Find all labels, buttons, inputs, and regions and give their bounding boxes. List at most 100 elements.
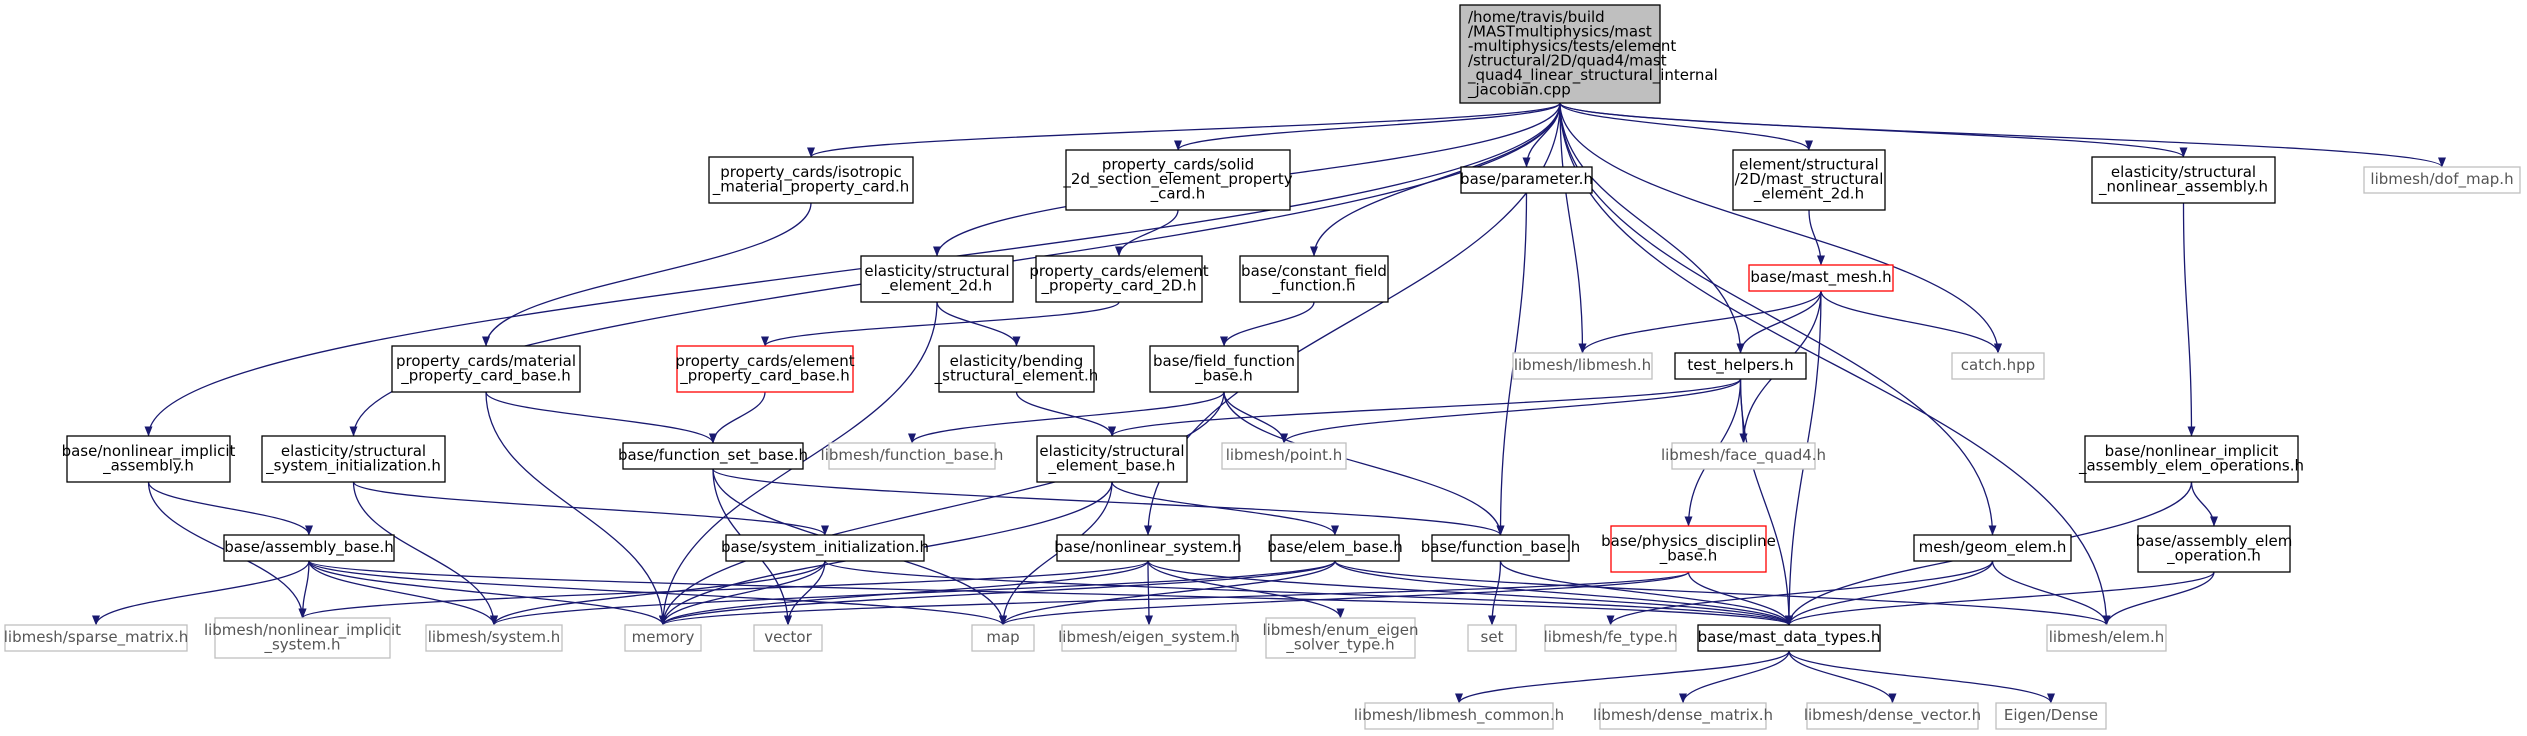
node-lcommon[interactable]: libmesh/libmesh_common.h	[1354, 702, 1564, 730]
node-box	[1697, 624, 1881, 652]
node-label-line: _solver_type.h	[1285, 635, 1394, 654]
node-box	[1459, 4, 1661, 104]
node-set[interactable]: set	[1467, 624, 1517, 652]
node-mpcb[interactable]: property_cards/material_property_card_ba…	[391, 345, 581, 393]
node-label: libmesh/dof_map.h	[2370, 170, 2513, 189]
node-box	[1149, 345, 1299, 393]
node-iso[interactable]: property_cards/isotropic_material_proper…	[708, 156, 914, 204]
node-testh[interactable]: test_helpers.h	[1674, 352, 1807, 380]
edge-cff-to-ffb	[1220, 301, 1315, 347]
edge-elemb-to-map	[999, 560, 1336, 626]
node-geom[interactable]: mesh/geom_elem.h	[1913, 534, 2072, 562]
node-label-line: libmesh/dense_vector.h	[1804, 706, 1981, 725]
node-label-line: base/mast_data_types.h	[1698, 628, 1881, 647]
node-label-line: base/nonlinear_implicit	[2105, 442, 2279, 461]
node-funcb[interactable]: base/function_base.h	[1421, 534, 1581, 562]
node-se2d[interactable]: elasticity/structural_element_2d.h	[860, 255, 1014, 303]
node-cff[interactable]: base/constant_field_function.h	[1239, 255, 1389, 303]
node-memory[interactable]: memory	[624, 624, 702, 652]
node-label-line: /MASTmultiphysics/mast	[1468, 22, 1652, 40]
node-label: property_cards/material_property_card_ba…	[396, 352, 576, 386]
node-elemb[interactable]: base/elem_base.h	[1267, 534, 1403, 562]
node-box	[938, 345, 1095, 393]
node-eigsys[interactable]: libmesh/eigen_system.h	[1058, 624, 1240, 652]
node-point[interactable]: libmesh/point.h	[1221, 442, 1347, 470]
node-ssi[interactable]: elasticity/structural_system_initializat…	[261, 435, 446, 483]
node-label-line: elasticity/structural	[2111, 163, 2256, 181]
edge-sysinit-to-mdt	[824, 560, 1793, 626]
node-lelem[interactable]: libmesh/elem.h	[2046, 624, 2167, 652]
node-lsys[interactable]: libmesh/system.h	[425, 624, 563, 652]
node-lnlis[interactable]: libmesh/nonlinear_implicit_system.h	[204, 617, 401, 659]
node-box	[1610, 525, 1767, 573]
node-label-line: libmesh/libmesh_common.h	[1354, 706, 1564, 725]
nodes-layer: /home/travis/build/MASTmultiphysics/mast…	[4, 4, 2521, 730]
node-label-line: libmesh/libmesh.h	[1514, 356, 1651, 374]
node-sysinit[interactable]: base/system_initialization.h	[721, 534, 929, 562]
node-eigen[interactable]: Eigen/Dense	[1995, 702, 2107, 730]
node-label: base/field_function_base.h	[1153, 352, 1295, 386]
node-nlsys[interactable]: base/nonlinear_system.h	[1054, 534, 1242, 562]
node-vector[interactable]: vector	[753, 624, 823, 652]
node-dofmap[interactable]: libmesh/dof_map.h	[2363, 166, 2521, 194]
node-fsb[interactable]: base/function_set_base.h	[618, 442, 808, 470]
node-snla[interactable]: elasticity/structural_nonlinear_assembly…	[2091, 156, 2276, 204]
edge-sysinit-to-lsys	[490, 560, 826, 626]
node-box	[1265, 617, 1416, 659]
node-box	[622, 442, 804, 470]
node-label-line: elasticity/bending	[950, 352, 1084, 370]
node-label-line: _function.h	[1271, 276, 1355, 295]
node-ldv[interactable]: libmesh/dense_vector.h	[1804, 702, 1981, 730]
node-bse[interactable]: elasticity/bending_structural_element.h	[934, 345, 1099, 393]
node-label-line: property_cards/solid	[1102, 156, 1254, 175]
node-seb[interactable]: elasticity/structural_element_base.h	[1036, 435, 1188, 483]
node-solid2d[interactable]: property_cards/solid_2d_section_element_…	[1062, 149, 1293, 211]
node-label: base/mast_data_types.h	[1698, 628, 1881, 647]
node-ffb[interactable]: base/field_function_base.h	[1149, 345, 1299, 393]
node-root[interactable]: /home/travis/build/MASTmultiphysics/mast…	[1459, 4, 1718, 104]
edge-bse-to-seb	[1015, 391, 1116, 437]
edge-mdt-to-ldm	[1679, 650, 1790, 704]
edge-root-to-nlia	[144, 102, 1561, 437]
node-label: property_cards/element_property_card_bas…	[675, 352, 854, 386]
node-enumeig[interactable]: libmesh/enum_eigen_solver_type.h	[1262, 617, 1419, 659]
node-sparse[interactable]: libmesh/sparse_matrix.h	[4, 624, 188, 652]
node-nliaeo[interactable]: base/nonlinear_implicit_assembly_elem_op…	[2078, 435, 2304, 483]
node-fq4[interactable]: libmesh/face_quad4.h	[1661, 442, 1826, 470]
node-mse2d[interactable]: element/structural/2D/mast_structural_el…	[1732, 149, 1886, 211]
node-param[interactable]: base/parameter.h	[1460, 166, 1593, 194]
node-label-line: /home/travis/build	[1468, 8, 1605, 26]
node-label: base/nonlinear_implicit_assembly.h	[62, 442, 236, 476]
node-label-line: libmesh/system.h	[428, 628, 561, 646]
node-pdb[interactable]: base/physics_discipline_base.h	[1601, 525, 1776, 573]
node-asmb[interactable]: base/assembly_base.h	[223, 534, 395, 562]
node-nlia[interactable]: base/nonlinear_implicit_assembly.h	[62, 435, 236, 483]
node-ldm[interactable]: libmesh/dense_matrix.h	[1593, 702, 1773, 730]
node-label-line: libmesh/nonlinear_implicit	[204, 621, 401, 640]
node-aeo[interactable]: base/assembly_elem_operation.h	[2136, 525, 2293, 573]
edge-iso-to-mpcb	[482, 202, 812, 347]
node-label-line: elasticity/structural	[864, 262, 1009, 280]
node-catch[interactable]: catch.hpp	[1951, 352, 2045, 380]
node-map[interactable]: map	[971, 624, 1035, 652]
node-libmesh[interactable]: libmesh/libmesh.h	[1512, 352, 1653, 380]
node-box	[425, 624, 563, 652]
node-lfb[interactable]: libmesh/function_base.h	[821, 442, 1004, 470]
edge-epcb-to-fsb	[709, 391, 766, 444]
node-label-line: base/mast_mesh.h	[1750, 268, 1891, 287]
node-label-line: base/parameter.h	[1460, 170, 1593, 188]
edge-mse2d-to-mastmesh	[1808, 209, 1825, 266]
node-mdt[interactable]: base/mast_data_types.h	[1697, 624, 1881, 652]
node-label: libmesh/point.h	[1226, 446, 1343, 464]
node-label: libmesh/function_base.h	[821, 446, 1004, 465]
node-epcb[interactable]: property_cards/element_property_card_bas…	[675, 345, 855, 393]
edge-testh-to-seb	[1108, 378, 1742, 437]
node-fetype[interactable]: libmesh/fe_type.h	[1544, 624, 1678, 652]
edge-solid2d-to-epc2d	[1115, 209, 1179, 257]
node-epc2d[interactable]: property_cards/element_property_card_2D.…	[1029, 255, 1209, 303]
edge-testh-to-mdt	[1739, 378, 1793, 626]
node-box	[2363, 166, 2521, 194]
edge-asmb-to-sparse	[92, 560, 310, 626]
node-mastmesh[interactable]: base/mast_mesh.h	[1748, 264, 1894, 292]
